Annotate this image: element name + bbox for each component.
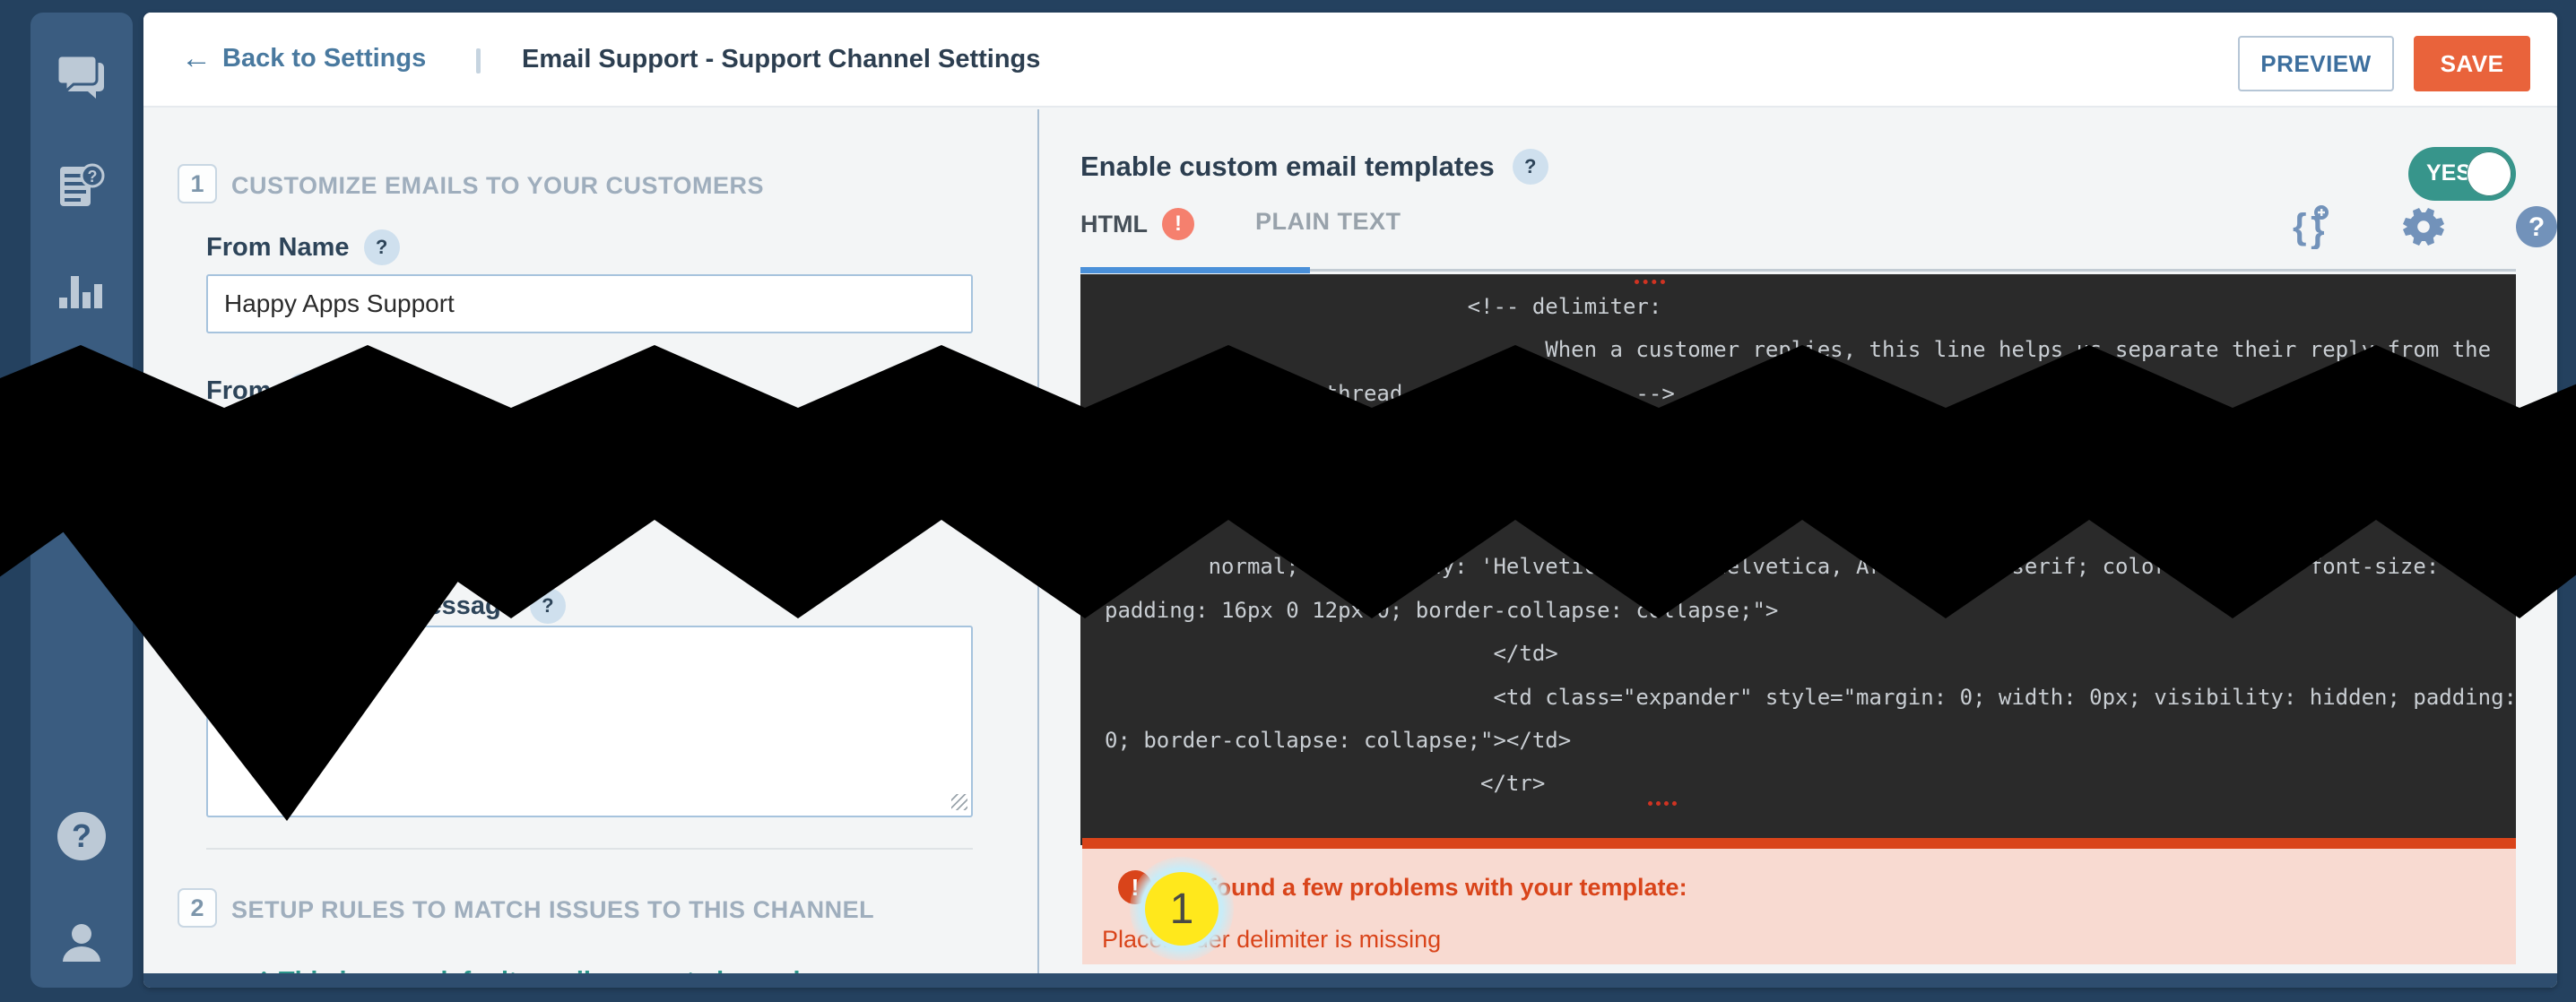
back-arrow-icon: ←	[181, 41, 212, 75]
code-line: </tr>	[1105, 771, 1546, 797]
toggle-knob	[2467, 151, 2511, 196]
page-header: ← Back to Settings Email Support - Suppo…	[143, 13, 2557, 108]
code-line: 0; border-collapse: collapse;"></td>	[1105, 728, 1572, 754]
svg-text:?: ?	[72, 817, 91, 854]
svg-text:?: ?	[88, 168, 98, 186]
auto-response-label: Auto-Response Message ?	[206, 588, 566, 624]
from-email-input[interactable]	[206, 410, 973, 470]
from-name-help-icon[interactable]: ?	[363, 229, 400, 265]
from-email-help-icon[interactable]: ?	[285, 373, 322, 409]
auto-response-textarea[interactable]: new reply	[206, 626, 973, 817]
svg-text:}: }	[2311, 211, 2325, 249]
enable-templates-toggle[interactable]: YES	[2408, 147, 2516, 201]
active-tab-indicator	[1080, 267, 1310, 273]
section2-number: 2	[178, 888, 217, 928]
error-squiggle-middle	[2235, 586, 2266, 591]
tab-html[interactable]: HTML !	[1080, 208, 1194, 240]
section2-title: SETUP RULES TO MATCH ISSUES TO THIS CHAN…	[231, 896, 875, 923]
enable-templates-help-icon[interactable]: ?	[1512, 149, 1548, 185]
from-email-label: From ?	[206, 373, 322, 409]
code-line: </td>	[1105, 641, 1558, 667]
reports-icon[interactable]	[30, 269, 133, 312]
help-icon[interactable]: ?	[30, 810, 133, 862]
header-separator	[476, 48, 481, 73]
toggle-state-label: YES	[2426, 160, 2472, 186]
profile-icon[interactable]	[30, 920, 133, 972]
settings-gear-icon[interactable]	[2402, 205, 2445, 248]
editor-toolbar: { } ?	[2291, 204, 2557, 249]
sidebar: ? ?	[30, 13, 133, 988]
template-error-panel: ! We found a few problems with your temp…	[1082, 838, 2516, 964]
enable-templates-label: Enable custom email templates	[1080, 151, 1495, 182]
from-name-label: From Name ?	[206, 229, 400, 265]
code-line: of the email thread. Keep it on top. -->	[1105, 380, 1675, 406]
svg-text:?: ?	[2528, 212, 2545, 242]
panel-divider	[1037, 109, 1039, 988]
conversations-icon[interactable]	[30, 54, 133, 106]
main-card: ← Back to Settings Email Support - Suppo…	[143, 13, 2557, 988]
back-label: Back to Settings	[222, 43, 427, 73]
code-line: padding: 16px 0 12px 0; border-collapse:…	[1105, 597, 1779, 623]
tab-track	[1080, 269, 2516, 272]
knowledge-base-icon[interactable]: ?	[30, 160, 133, 212]
error-squiggle-top	[1635, 280, 1665, 284]
code-lines: <!-- delimiter: When a customer replies,…	[1105, 285, 2516, 806]
code-line: When a customer replies, this line helps…	[1105, 337, 2492, 363]
code-line	[1105, 502, 2516, 545]
html-error-badge-icon: !	[1161, 208, 1194, 240]
from-name-input[interactable]	[206, 274, 973, 333]
preview-button[interactable]: PREVIEW	[2238, 36, 2394, 91]
textarea-resize-handle[interactable]	[951, 794, 967, 810]
back-to-settings-link[interactable]: ← Back to Settings	[181, 43, 426, 73]
annotation-badge-1: 1	[1130, 857, 1234, 961]
editor-help-icon[interactable]: ?	[2515, 205, 2557, 248]
save-button[interactable]: SAVE	[2414, 36, 2530, 91]
svg-text:{: {	[2293, 207, 2307, 246]
bottom-strip	[143, 973, 2557, 988]
section1-title: CUSTOMIZE EMAILS TO YOUR CUSTOMERS	[231, 172, 765, 199]
code-line	[1105, 415, 2516, 458]
insert-placeholder-icon[interactable]: { }	[2291, 204, 2332, 249]
error-heading: We found a few problems with your templa…	[1166, 874, 1687, 901]
auto-response-help-icon[interactable]: ?	[529, 588, 566, 624]
code-line	[1105, 459, 2516, 502]
code-line: <td class="expander" style="margin: 0; w…	[1105, 684, 2516, 710]
error-squiggle-tr	[1648, 801, 1677, 806]
code-line: <!-- delimiter:	[1105, 294, 1662, 319]
code-editor[interactable]: <!-- delimiter: When a customer replies,…	[1080, 274, 2516, 845]
code-line: normal; font-family: 'Helvetica Neue', H…	[1105, 554, 2516, 580]
page-title: Email Support - Support Channel Settings	[522, 45, 1041, 73]
section1-number: 1	[178, 164, 217, 203]
tab-plain-text[interactable]: PLAIN TEXT	[1255, 208, 1401, 235]
enable-templates-row: Enable custom email templates ?	[1080, 149, 1548, 185]
section-divider	[206, 848, 973, 850]
